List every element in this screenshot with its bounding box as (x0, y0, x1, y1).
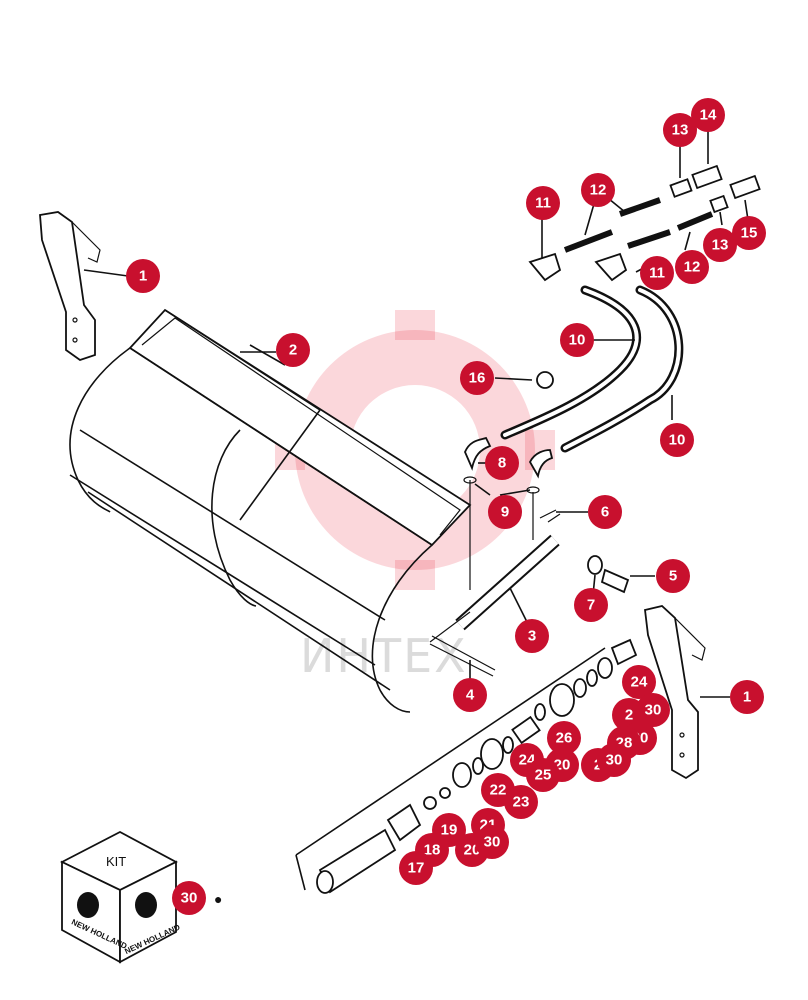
callout-label: 7 (587, 597, 595, 614)
watermark-text: ИНТЕХ (300, 629, 468, 683)
callout-label: 1 (139, 268, 147, 285)
cotter-pin (539, 509, 588, 523)
callout-layer: 1234567891010111112121313141516124230202… (126, 98, 766, 915)
callout-c5[interactable]: 5 (656, 559, 690, 593)
callout-label: 4 (466, 687, 475, 704)
callout-c30c[interactable]: 30 (475, 825, 509, 859)
callout-label: 10 (669, 432, 686, 449)
hydraulic-cylinder (429, 534, 560, 643)
bolt-and-washer (587, 555, 655, 596)
callout-label: 23 (513, 794, 530, 811)
callout-c11b[interactable]: 11 (640, 256, 674, 290)
callout-c8[interactable]: 8 (485, 446, 519, 480)
callout-c14[interactable]: 14 (691, 98, 725, 132)
callout-c26[interactable]: 26 (547, 721, 581, 755)
callout-c13b[interactable]: 13 (703, 228, 737, 262)
basket-frame (69, 308, 472, 713)
callout-c11a[interactable]: 11 (526, 186, 560, 220)
callout-label: 12 (684, 259, 701, 276)
callout-label: 24 (631, 674, 648, 691)
callout-c10b[interactable]: 10 (660, 423, 694, 457)
callout-c17[interactable]: 17 (399, 851, 433, 885)
callout-c4[interactable]: 4 (453, 678, 487, 712)
callout-label: 26 (556, 730, 573, 747)
couplers (528, 125, 761, 282)
callout-label: 15 (741, 225, 758, 242)
callout-kit-label: 30 (181, 890, 198, 907)
callout-label: 1 (743, 689, 751, 706)
callout-c30a[interactable]: 30 (636, 693, 670, 727)
kit-label: KIT (106, 854, 126, 869)
callout-label: 9 (501, 504, 509, 521)
callout-c7[interactable]: 7 (574, 588, 608, 622)
callout-c1a[interactable]: 1 (126, 259, 160, 293)
pin (429, 635, 496, 680)
callout-c9[interactable]: 9 (488, 495, 522, 529)
callout-c1b[interactable]: 1 (730, 680, 764, 714)
callout-label: 16 (469, 370, 486, 387)
callout-label: 10 (569, 332, 586, 349)
callout-label: 11 (649, 265, 665, 282)
callout-label: 13 (712, 237, 729, 254)
callout-label: 25 (535, 767, 552, 784)
callout-label: 12 (590, 182, 607, 199)
callout-c15[interactable]: 15 (732, 216, 766, 250)
callout-kit[interactable]: 30 (172, 881, 206, 915)
callout-label: 19 (441, 822, 458, 839)
hydraulic-hoses (500, 285, 684, 453)
callout-label: 14 (700, 107, 717, 124)
callout-label: 11 (535, 195, 551, 212)
callout-label: 18 (424, 842, 441, 859)
callout-label: 2 (289, 342, 297, 359)
callout-c6[interactable]: 6 (588, 495, 622, 529)
cylinder-exploded-view (295, 638, 638, 894)
bracket-left (39, 211, 129, 361)
callout-c25[interactable]: 25 (526, 758, 560, 792)
kit-bullet: ● (214, 891, 222, 907)
callout-c16[interactable]: 16 (460, 361, 494, 395)
callout-label: 30 (484, 834, 501, 851)
callout-label: 5 (669, 568, 677, 585)
elbow-fittings (463, 436, 554, 590)
callout-label: 8 (498, 455, 506, 472)
bracket-right (644, 605, 730, 780)
callout-c3[interactable]: 3 (515, 619, 549, 653)
callout-c24a[interactable]: 24 (622, 665, 656, 699)
callout-c13a[interactable]: 13 (663, 113, 697, 147)
callout-c12b[interactable]: 12 (675, 250, 709, 284)
callout-label: 13 (672, 122, 689, 139)
callout-label: 2 (625, 707, 633, 724)
callout-label: 3 (528, 628, 536, 645)
callout-c30b[interactable]: 30 (597, 743, 631, 777)
callout-c10a[interactable]: 10 (560, 323, 594, 357)
callout-label: 30 (645, 702, 662, 719)
callout-label: 22 (490, 782, 507, 799)
kit-box: KIT NEW HOLLAND NEW HOLLAND ● (59, 830, 222, 964)
callout-label: 17 (408, 860, 425, 877)
callout-c2[interactable]: 2 (276, 333, 310, 367)
callout-label: 6 (601, 504, 609, 521)
hose-clamp (494, 371, 554, 389)
callout-c23[interactable]: 23 (504, 785, 538, 819)
callout-c12a[interactable]: 12 (581, 173, 615, 207)
callout-label: 30 (606, 752, 623, 769)
